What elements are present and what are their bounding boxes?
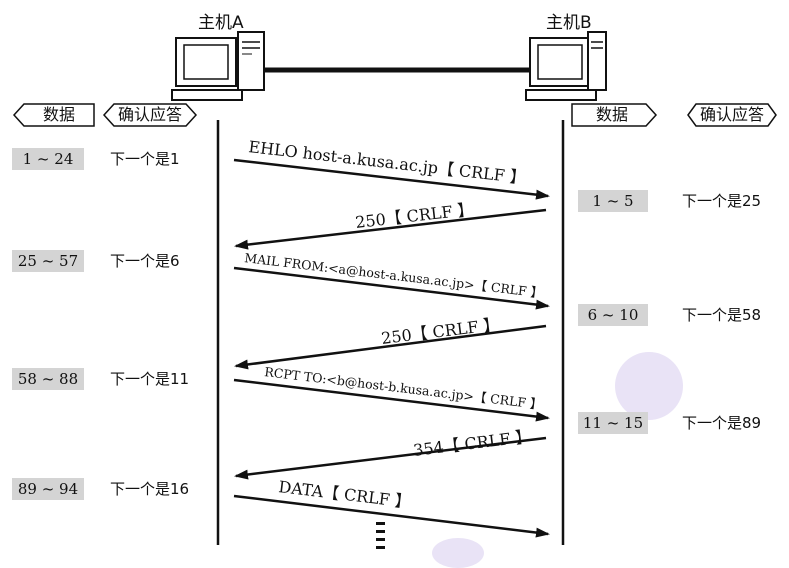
right-ack-3: 下一个是89	[682, 414, 762, 432]
sequence-diagram: EHLO host-a.kusa.ac.jp【 CRLF 】 250【 CRLF…	[12, 31, 777, 549]
left-ack-1: 下一个是1	[110, 150, 180, 168]
right-ack-2: 下一个是58	[682, 306, 762, 324]
right-ack-header: 确认应答	[699, 105, 764, 124]
host-a-label: 主机A	[198, 13, 244, 33]
msg-250-2: 250【 CRLF 】	[380, 315, 500, 348]
left-data-header: 数据	[42, 105, 75, 124]
right-data-tag-outline	[571, 103, 658, 127]
msg-250-1: 250【 CRLF 】	[354, 200, 474, 232]
left-ack-4: 下一个是16	[110, 480, 190, 498]
right-data-header: 数据	[595, 105, 628, 124]
arrow-250-2	[234, 324, 547, 370]
left-range-2: 25 ~ 57	[12, 250, 84, 272]
right-ack-1: 下一个是25	[682, 192, 762, 210]
right-range-3: 11 ~ 15	[578, 412, 648, 434]
left-ack-tag-outline	[102, 103, 198, 127]
left-range-1: 1 ~ 24	[12, 148, 84, 170]
left-range-4: 89 ~ 94	[12, 478, 84, 500]
decorative-circle	[615, 352, 683, 420]
left-ack-2: 下一个是6	[110, 252, 180, 270]
left-ack-3: 下一个是11	[110, 370, 190, 388]
right-range-1: 1 ~ 5	[578, 190, 648, 212]
arrow-mail-from	[233, 266, 550, 310]
arrow-data	[233, 494, 550, 538]
computer-a-icon	[171, 31, 265, 101]
left-data-tag-outline	[12, 103, 95, 127]
msg-ehlo: EHLO host-a.kusa.ac.jp【 CRLF 】	[248, 137, 527, 187]
arrow-ehlo	[233, 158, 550, 200]
right-ack-tag-outline	[687, 103, 777, 127]
msg-354: 354【 CRLF 】	[412, 427, 532, 460]
host-b-label: 主机B	[546, 13, 592, 33]
computer-b-icon	[525, 31, 607, 101]
arrow-250-1	[234, 208, 547, 250]
left-range-3: 58 ~ 88	[12, 368, 84, 390]
arrow-rcpt-to	[233, 378, 550, 422]
right-range-2: 6 ~ 10	[578, 304, 648, 326]
left-ack-header: 确认应答	[117, 105, 182, 124]
arrow-354	[234, 436, 547, 480]
msg-data: DATA【 CRLF 】	[278, 477, 412, 512]
continuation-marks	[376, 522, 385, 549]
